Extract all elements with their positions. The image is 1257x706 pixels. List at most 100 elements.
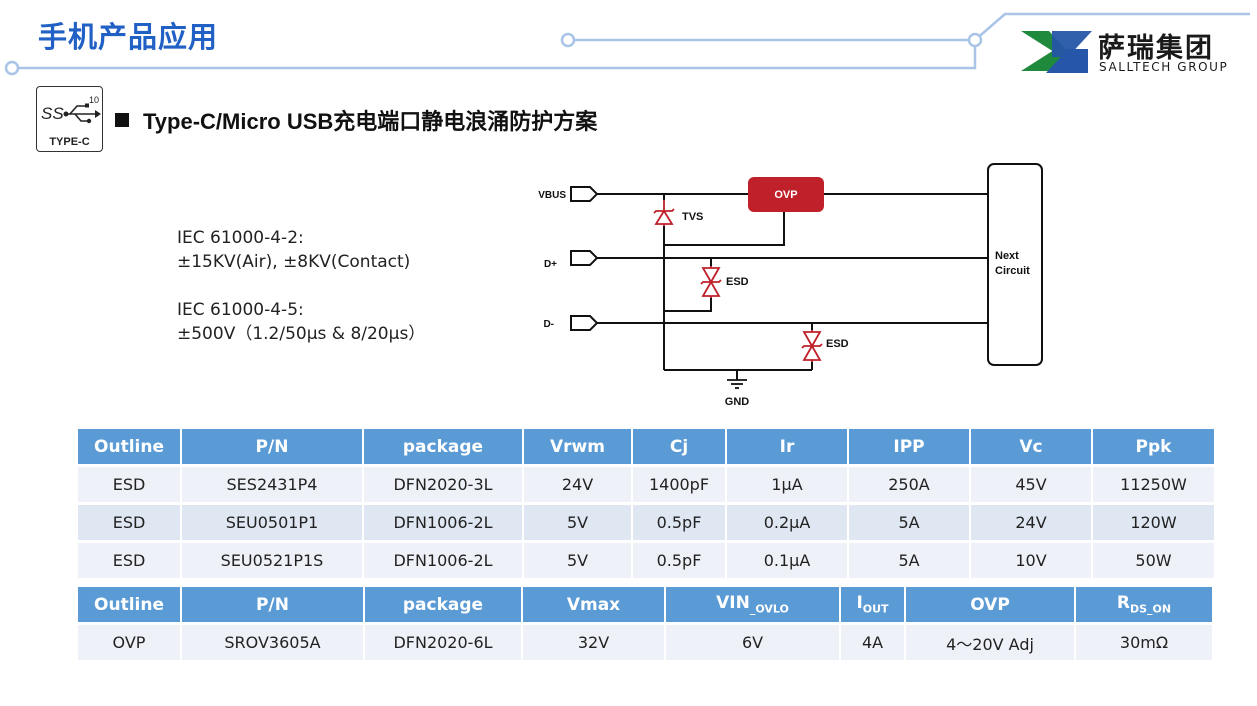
- column-header: Vrwm: [524, 429, 631, 464]
- table-cell: 4A: [841, 625, 904, 660]
- column-header-main: Vmax: [566, 594, 621, 615]
- header-decoration: [4, 12, 1250, 76]
- column-header: P/N: [182, 429, 362, 464]
- column-header: package: [364, 429, 522, 464]
- column-header-main: OVP: [970, 594, 1010, 615]
- usb-symbol-icon: SS 10: [41, 95, 101, 124]
- esd2-label: ESD: [826, 338, 849, 350]
- table-cell: DFN1006-2L: [364, 505, 522, 540]
- table-cell: DFN1006-2L: [364, 543, 522, 578]
- table-cell: ESD: [78, 505, 180, 540]
- table-cell: 120W: [1093, 505, 1214, 540]
- company-logo-mark: [1021, 31, 1092, 73]
- table-cell: SROV3605A: [182, 625, 363, 660]
- table-cell: 50W: [1093, 543, 1214, 578]
- spec-block-surge: IEC 61000-4-5: ±500V（1.2/50μs & 8/20μs）: [177, 298, 425, 346]
- column-header: Vmax: [523, 587, 664, 622]
- next-circuit-label-line2: Circuit: [995, 265, 1030, 277]
- port-connectors: [570, 186, 599, 331]
- port-dminus-label: D-: [543, 319, 554, 330]
- column-header: IOUT: [841, 587, 904, 622]
- table-cell: 11250W: [1093, 467, 1214, 502]
- company-name-cn: 萨瑞集团: [1098, 33, 1214, 64]
- table-cell: ESD: [78, 543, 180, 578]
- column-header: Ir: [727, 429, 847, 464]
- column-header-main: VIN: [716, 593, 750, 614]
- table-cell: 4～20V Adj: [906, 625, 1074, 660]
- column-header: IPP: [849, 429, 969, 464]
- table-cell: 5A: [849, 505, 969, 540]
- column-header: Outline: [78, 587, 180, 622]
- protection-circuit-diagram: VBUS D+ D- OVP TVS ESD ESD GND Next Circ…: [538, 163, 1043, 408]
- table-cell: 30mΩ: [1076, 625, 1212, 660]
- section-heading: Type-C/Micro USB充电端口静电浪涌防护方案: [115, 104, 597, 136]
- table-cell: 6V: [666, 625, 839, 660]
- table-cell: ESD: [78, 467, 180, 502]
- table-cell: 0.5pF: [633, 543, 725, 578]
- line-node-dot: [967, 32, 983, 48]
- esd-diode-icon: [700, 266, 722, 298]
- esd1-label: ESD: [726, 276, 749, 288]
- table-cell: 0.1μA: [727, 543, 847, 578]
- spec-standard: IEC 61000-4-2:: [177, 228, 304, 248]
- table-cell: SEU0501P1: [182, 505, 362, 540]
- column-header-main: package: [402, 594, 484, 615]
- circuit-wires: [597, 193, 988, 380]
- column-header: P/N: [182, 587, 363, 622]
- port-dplus-connector: [570, 250, 599, 266]
- gnd-label: GND: [725, 396, 750, 408]
- column-header-subscript: DS_ON: [1129, 602, 1172, 616]
- column-header: Cj: [633, 429, 725, 464]
- port-dminus-connector: [570, 315, 599, 331]
- esd-diode-icon: [801, 330, 823, 362]
- ovp-block: [748, 177, 824, 212]
- column-header: package: [365, 587, 521, 622]
- table-cell: 1400pF: [633, 467, 725, 502]
- table-cell: 5V: [524, 543, 631, 578]
- ovp-block-label: OVP: [774, 189, 797, 201]
- bullet-square-icon: [115, 113, 129, 127]
- column-header-main: Outline: [94, 594, 164, 615]
- column-header-main: P/N: [256, 594, 289, 615]
- table-cell: 32V: [523, 625, 664, 660]
- next-circuit-block: [987, 163, 1043, 366]
- tvs-label: TVS: [682, 211, 703, 223]
- next-circuit-label-line1: Next: [995, 250, 1019, 262]
- table-cell: SES2431P4: [182, 467, 362, 502]
- badge-ss-text: SS: [41, 104, 64, 123]
- table-cell: 45V: [971, 467, 1091, 502]
- table-cell: DFN2020-3L: [364, 467, 522, 502]
- column-header-main: R: [1116, 593, 1130, 614]
- spec-value: ±15KV(Air), ±8KV(Contact): [177, 252, 411, 272]
- column-header-subscript: OUT: [862, 602, 889, 616]
- table-cell: OVP: [78, 625, 180, 660]
- ground-icon: [727, 379, 747, 389]
- table-cell: 250A: [849, 467, 969, 502]
- column-header: VIN_OVLO: [666, 587, 839, 622]
- column-header: Outline: [78, 429, 180, 464]
- badge-num-text: 10: [89, 95, 99, 105]
- spec-block-esd: IEC 61000-4-2: ±15KV(Air), ±8KV(Contact): [177, 226, 410, 274]
- port-vbus-connector: [570, 186, 599, 202]
- port-dplus-label: D+: [544, 259, 557, 270]
- company-name-en: SALLTECH GROUP: [1099, 60, 1229, 74]
- section-heading-text: Type-C/Micro USB充电端口静电浪涌防护方案: [143, 109, 598, 134]
- column-header: OVP: [906, 587, 1074, 622]
- column-header: Vc: [971, 429, 1091, 464]
- spec-value: ±500V（1.2/50μs & 8/20μs）: [177, 324, 426, 344]
- line-node-dot: [560, 32, 576, 48]
- port-vbus-label: VBUS: [538, 190, 566, 201]
- line-node-dot: [4, 60, 20, 76]
- usb-typec-badge: SS 10 TYPE-C: [36, 86, 103, 152]
- badge-label: TYPE-C: [49, 136, 90, 148]
- table-cell: 24V: [524, 467, 631, 502]
- table-cell: 0.2μA: [727, 505, 847, 540]
- table-cell: DFN2020-6L: [365, 625, 521, 660]
- table-cell: 1μA: [727, 467, 847, 502]
